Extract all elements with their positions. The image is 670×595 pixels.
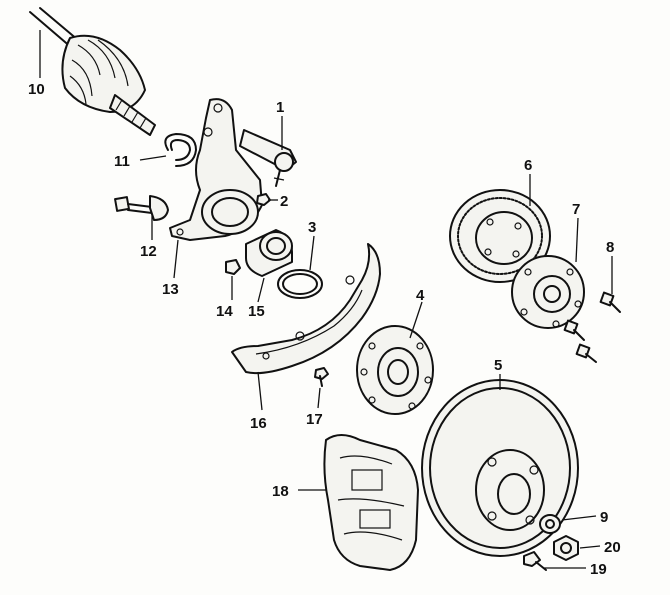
callout-20: 20 xyxy=(604,539,621,556)
wheel-hub xyxy=(356,325,434,415)
callout-17: 17 xyxy=(306,411,323,428)
callout-7: 7 xyxy=(572,201,580,218)
drive-shaft xyxy=(29,7,156,136)
callout-9: 9 xyxy=(600,509,608,526)
splash-shield xyxy=(231,243,381,375)
tone-ring xyxy=(449,189,551,283)
hub-washer xyxy=(539,514,561,534)
callout-1: 1 xyxy=(276,99,284,116)
callout-15: 15 xyxy=(248,303,265,320)
wheel-bearing xyxy=(245,229,293,277)
callout-3: 3 xyxy=(308,219,316,236)
wheel-studs xyxy=(563,291,621,363)
callout-14: 14 xyxy=(216,303,233,320)
brake-disc xyxy=(421,379,579,557)
leader-lines xyxy=(39,30,613,569)
callout-5: 5 xyxy=(494,357,502,374)
hub-nut xyxy=(553,535,579,561)
callout-18: 18 xyxy=(272,483,289,500)
callout-11: 11 xyxy=(114,153,130,170)
callout-12: 12 xyxy=(140,243,157,260)
callout-6: 6 xyxy=(524,157,532,174)
callout-2: 2 xyxy=(280,193,288,210)
brake-caliper xyxy=(323,434,419,571)
bolt-19 xyxy=(523,551,547,571)
callout-4: 4 xyxy=(416,287,425,304)
circlip xyxy=(164,133,197,167)
bolt-17 xyxy=(314,367,329,387)
steering-knuckle xyxy=(169,98,263,241)
nut-small xyxy=(256,193,271,206)
callout-16: 16 xyxy=(250,415,267,432)
rear-hub xyxy=(511,255,585,329)
callout-19: 19 xyxy=(590,561,607,578)
snap-ring xyxy=(277,269,323,299)
callout-13: 13 xyxy=(162,281,179,298)
nut-14 xyxy=(225,259,241,275)
callout-8: 8 xyxy=(606,239,614,256)
callout-10: 10 xyxy=(28,81,45,98)
bolt-knuckle xyxy=(114,195,169,221)
